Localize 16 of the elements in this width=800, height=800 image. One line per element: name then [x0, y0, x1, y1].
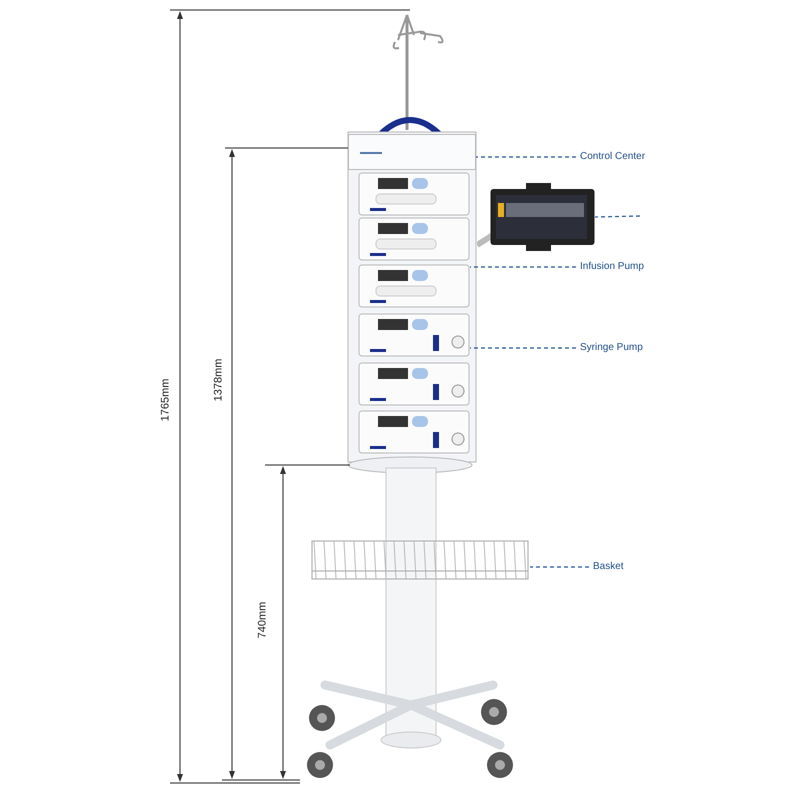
tablet-on-arm-drawing	[477, 183, 595, 251]
callout-label: Basket	[593, 561, 624, 573]
callout-label: Control Center	[580, 151, 646, 163]
control-center-drawing	[348, 134, 476, 170]
leader-line	[530, 566, 589, 568]
callout-label: Syringe Pump	[580, 342, 643, 354]
leader-line	[470, 347, 576, 349]
leader-line	[594, 215, 640, 218]
dimension-label: 740mm	[256, 602, 268, 638]
syringe-pump-drawing	[358, 313, 470, 357]
callout-label: Infusion Pump	[580, 261, 644, 273]
infusion-pump-drawing	[358, 264, 470, 308]
dimension-label: 1765mm	[158, 378, 171, 422]
leader-line	[470, 266, 576, 268]
dimension-label: 1378mm	[212, 358, 224, 402]
leader-line	[476, 156, 576, 158]
